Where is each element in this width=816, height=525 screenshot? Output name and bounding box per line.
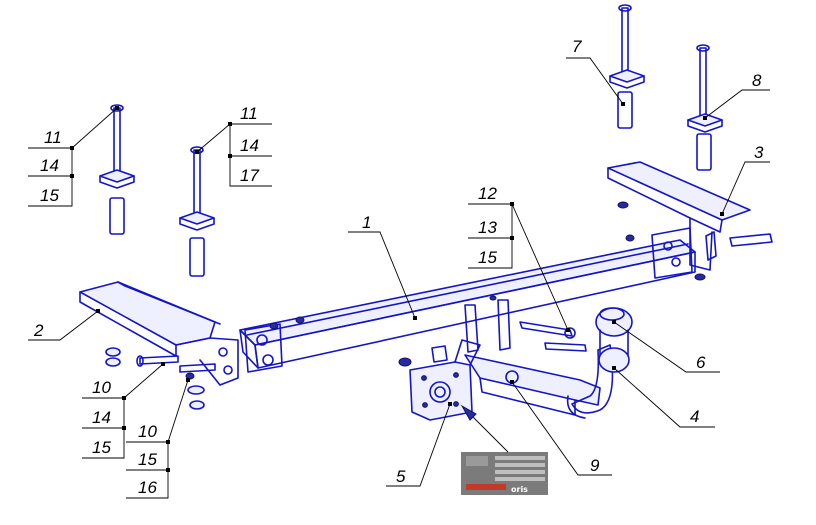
callout-labels: 1 2 3 4 5 6 7 8 9 11 14 15 11 14 17 12 1… xyxy=(33,37,764,497)
part-right-bracket xyxy=(607,161,773,279)
part-bolt-set-left-a xyxy=(99,104,135,235)
part-socket-plate xyxy=(398,339,481,421)
callout-6: 6 xyxy=(696,353,706,372)
callout-7: 7 xyxy=(572,37,582,56)
callout-left-a-11: 11 xyxy=(44,128,62,147)
callout-8: 8 xyxy=(752,71,762,90)
product-plate: oris xyxy=(461,452,548,495)
callout-1: 1 xyxy=(362,213,371,232)
callout-left-b-17: 17 xyxy=(240,166,259,185)
callout-low-a-15: 15 xyxy=(92,438,111,457)
callout-mid-15: 15 xyxy=(478,248,497,267)
callout-left-b-11: 11 xyxy=(240,104,258,123)
callout-low-b-10: 10 xyxy=(138,422,157,441)
part-crossbar xyxy=(239,239,696,369)
callout-4: 4 xyxy=(690,407,699,426)
callout-low-b-15: 15 xyxy=(138,450,157,469)
part-center-mount xyxy=(464,299,601,416)
callout-left-a-15: 15 xyxy=(40,186,59,205)
callout-9: 9 xyxy=(590,456,600,475)
leader-lines xyxy=(28,57,770,499)
part-bolt-set-7 xyxy=(609,4,645,129)
callout-3: 3 xyxy=(754,143,764,162)
callout-mid-13: 13 xyxy=(478,218,497,237)
part-hardware-left xyxy=(105,347,216,410)
callout-low-b-16: 16 xyxy=(138,478,157,497)
callout-mid-12: 12 xyxy=(478,184,497,203)
part-tow-ball xyxy=(595,307,633,373)
part-hardware-center xyxy=(269,201,706,330)
callout-left-a-14: 14 xyxy=(40,156,59,175)
callout-5: 5 xyxy=(396,467,406,486)
callout-low-a-14: 14 xyxy=(92,408,111,427)
callout-2: 2 xyxy=(33,321,44,340)
part-bolt-set-left-b xyxy=(179,146,215,277)
part-left-bracket xyxy=(79,281,283,386)
part-tow-ball-neck xyxy=(566,344,614,419)
part-bolt-set-8 xyxy=(687,44,723,171)
callout-left-b-14: 14 xyxy=(240,136,259,155)
plate-brand-text: oris xyxy=(511,485,528,494)
callout-low-a-10: 10 xyxy=(92,378,111,397)
